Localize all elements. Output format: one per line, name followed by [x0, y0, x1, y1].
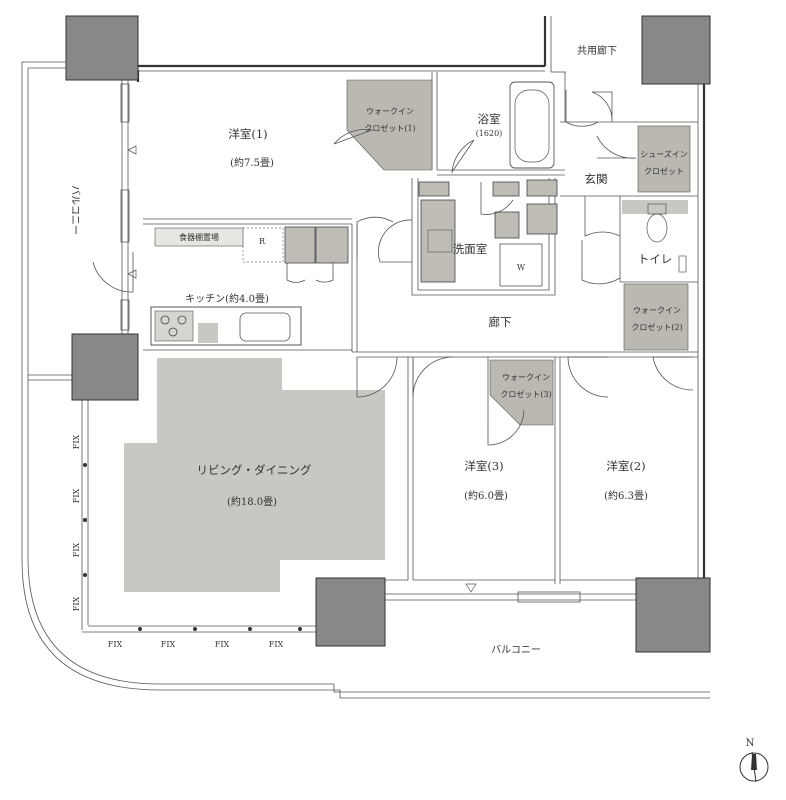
fix-label: FIX	[108, 640, 123, 649]
storage-cabinets	[284, 179, 558, 283]
north-label: N	[746, 738, 755, 749]
shoes-closet-line1: シューズイン	[640, 149, 688, 159]
fix-labels: FIX FIX FIX FIX FIX FIX FIX FIX	[72, 434, 284, 649]
wic2-area	[623, 283, 689, 351]
doors	[92, 90, 694, 446]
room-area-western1: (約7.5畳)	[230, 156, 274, 169]
wic3-label-line2: クロゼット(3)	[500, 389, 551, 399]
kitchen-counter	[150, 306, 302, 346]
room-size-bath: (1620)	[476, 129, 503, 138]
wic1-label-line1: ウォークイン	[366, 107, 414, 116]
fix-label: FIX	[72, 596, 81, 611]
label-balcony-west: バルコニー	[69, 185, 81, 235]
column	[641, 15, 711, 85]
shoes-closet-line2: クロゼット	[644, 166, 684, 176]
fix-label: FIX	[161, 640, 176, 649]
room-label-hallway: 廊下	[489, 315, 512, 329]
wic1-area	[346, 79, 433, 171]
wic1-label-line2: クロゼット(1)	[364, 123, 415, 133]
room-area-western3: (約6.0畳)	[464, 489, 508, 502]
fix-label: FIX	[72, 488, 81, 503]
fix-label: FIX	[215, 640, 230, 649]
living-floor-area	[124, 358, 385, 592]
window-markers	[127, 145, 477, 593]
label-shared-corridor: 共用廊下	[577, 44, 617, 57]
room-area-living: (約18.0畳)	[227, 495, 277, 508]
column	[315, 577, 386, 647]
fix-label: FIX	[269, 640, 284, 649]
column	[71, 333, 139, 401]
room-label-washroom: 洗面室	[453, 242, 488, 256]
room-label-toilet: トイレ	[638, 252, 673, 266]
outer-walls	[81, 16, 706, 633]
north-arrow: N	[739, 738, 769, 783]
label-balcony-south: バルコニー	[491, 644, 541, 656]
fridge-label: R	[259, 237, 266, 246]
fix-label: FIX	[72, 434, 81, 449]
shoes-closet-area	[637, 125, 691, 193]
bathtub-icon	[509, 81, 555, 169]
room-label-living: リビング・ダイニング	[197, 463, 312, 477]
fix-markers	[83, 463, 302, 631]
column	[635, 577, 711, 653]
cupboard-label: 食器棚置場	[179, 232, 219, 242]
room-label-western2: 洋室(2)	[606, 459, 645, 473]
room-label-bath: 浴室	[478, 112, 501, 126]
stove-icon	[160, 315, 187, 337]
room-label-kitchen: キッチン(約4.0畳)	[185, 292, 269, 305]
balcony-west-rail	[21, 61, 710, 699]
wic3-label-line1: ウォークイン	[502, 373, 550, 382]
toilet-icon	[646, 203, 687, 273]
room-area-western2: (約6.3畳)	[604, 489, 648, 502]
cupboard-space	[154, 227, 284, 263]
room-label-western3: 洋室(3)	[464, 459, 503, 473]
fix-label: FIX	[72, 542, 81, 557]
column	[65, 15, 139, 81]
wic2-label-line1: ウォークイン	[633, 306, 681, 315]
room-label-western1: 洋室(1)	[228, 127, 267, 141]
toilet-wall-strip	[622, 200, 688, 214]
washer-space	[499, 243, 543, 287]
room-label-entrance: 玄関	[585, 172, 608, 186]
wic2-label-line2: クロゼット(2)	[631, 322, 682, 332]
washer-label: W	[517, 263, 526, 272]
wic3-area	[489, 359, 554, 426]
